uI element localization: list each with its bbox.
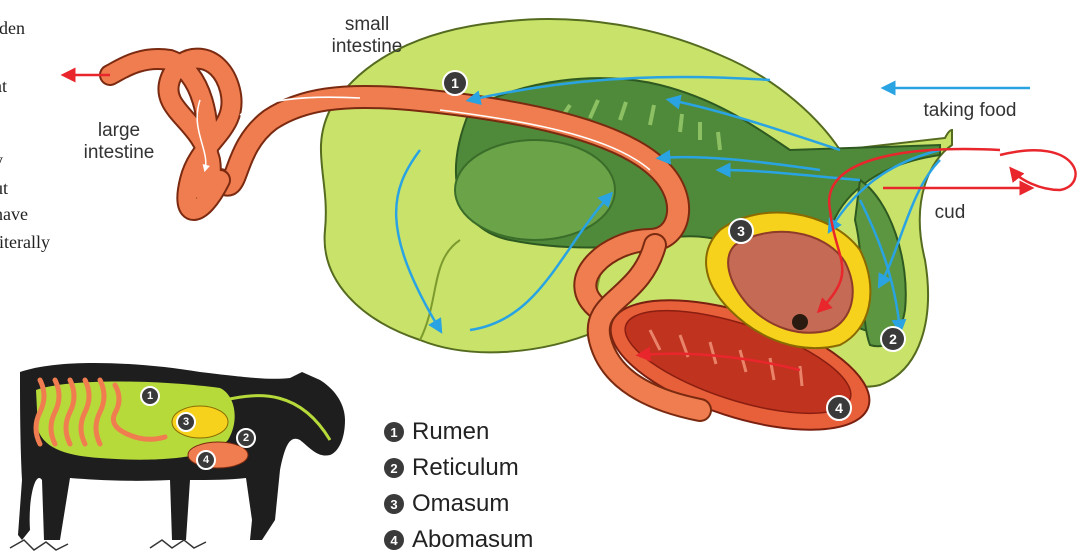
taking-food-label: taking food [900,100,1040,122]
large-intestine-label: large intestine [64,120,174,164]
intro-fragment: have [0,204,28,225]
intro-fragment: y [0,150,3,171]
intro-fragment: ut [0,178,8,199]
legend-item-rumen: 1 Rumen [384,414,533,450]
legend-item-omasum: 3 Omasum [384,486,533,522]
legend-number: 1 [384,422,404,442]
small-intestine-label: small intestine [312,14,422,58]
cud-label: cud [920,202,980,224]
legend-label: Omasum [412,490,509,518]
marker-abomasum: 4 [826,395,852,421]
legend-number: 2 [384,458,404,478]
marker-omasum: 3 [728,218,754,244]
legend-item-reticulum: 2 Reticulum [384,450,533,486]
label-line: large [64,120,174,142]
legend-label: Reticulum [412,454,519,482]
legend-label: Abomasum [412,526,533,554]
marker-rumen: 1 [442,70,468,96]
legend-number: 3 [384,494,404,514]
cow-silhouette [10,363,345,550]
intro-fragment: at [0,76,7,97]
intro-fragment: lden [0,18,25,39]
marker-reticulum: 2 [880,326,906,352]
legend-label: Rumen [412,418,489,446]
intro-fragment: literally [0,232,50,253]
cow-marker-abomasum: 4 [196,450,216,470]
label-line: intestine [64,142,174,164]
cow-marker-reticulum: 2 [236,428,256,448]
legend-number: 4 [384,530,404,550]
rumen-inner-pouch [455,140,615,240]
cow-marker-omasum: 3 [176,412,196,432]
legend: 1 Rumen 2 Reticulum 3 Omasum 4 Abomasum [384,414,533,558]
label-line: small [312,14,422,36]
legend-item-abomasum: 4 Abomasum [384,522,533,558]
omasum-orifice [792,314,808,330]
cow-marker-rumen: 1 [140,386,160,406]
label-line: intestine [312,36,422,58]
